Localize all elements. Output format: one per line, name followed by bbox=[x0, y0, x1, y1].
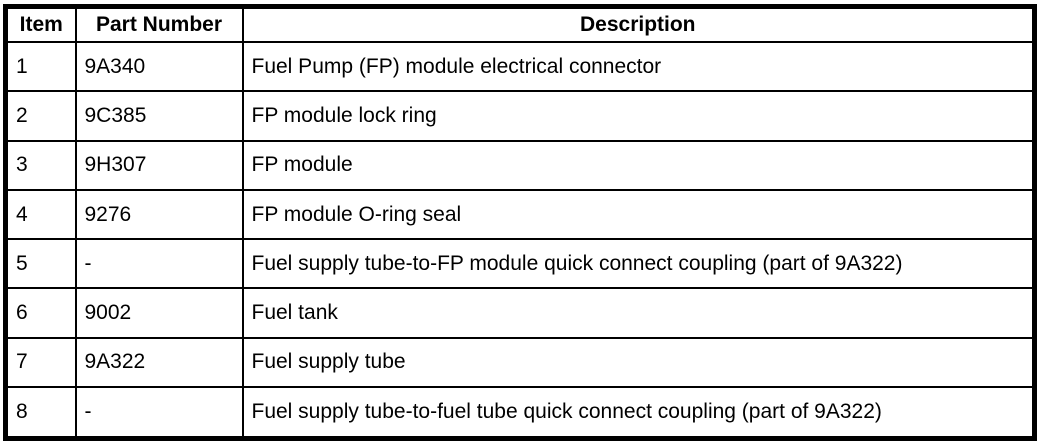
header-cell-item: Item bbox=[4, 5, 77, 44]
parts-table: Item Part Number Description 1 9A340 Fue… bbox=[3, 4, 1037, 441]
cell-part-number: 9C385 bbox=[74, 90, 244, 142]
table-row: 6 9002 Fuel tank bbox=[4, 287, 1036, 339]
cell-part-number: 9276 bbox=[74, 188, 244, 241]
cell-description: FP module lock ring bbox=[241, 90, 1036, 142]
cell-description: Fuel tank bbox=[241, 287, 1036, 339]
cell-part-number: 9H307 bbox=[74, 139, 244, 191]
cell-item: 6 bbox=[4, 287, 77, 339]
cell-item: 8 bbox=[4, 386, 77, 440]
cell-part-number: - bbox=[74, 238, 244, 290]
cell-item: 5 bbox=[4, 238, 77, 290]
cell-part-number: 9A322 bbox=[74, 336, 244, 389]
cell-part-number: - bbox=[74, 386, 244, 440]
header-cell-description: Description bbox=[241, 5, 1036, 44]
table-row: 7 9A322 Fuel supply tube bbox=[4, 336, 1036, 389]
cell-item: 1 bbox=[4, 41, 77, 93]
table-row: 8 - Fuel supply tube-to-fuel tube quick … bbox=[4, 386, 1036, 440]
cell-description: FP module O-ring seal bbox=[241, 188, 1036, 241]
header-cell-part-number: Part Number bbox=[74, 5, 244, 44]
table-row: 3 9H307 FP module bbox=[4, 139, 1036, 191]
cell-description: Fuel Pump (FP) module electrical connect… bbox=[241, 41, 1036, 93]
cell-part-number: 9002 bbox=[74, 287, 244, 339]
table-row: 5 - Fuel supply tube-to-FP module quick … bbox=[4, 238, 1036, 290]
cell-item: 3 bbox=[4, 139, 77, 191]
cell-description: Fuel supply tube bbox=[241, 336, 1036, 389]
table-row: 2 9C385 FP module lock ring bbox=[4, 90, 1036, 142]
cell-item: 7 bbox=[4, 336, 77, 389]
cell-description: Fuel supply tube-to-fuel tube quick conn… bbox=[241, 386, 1036, 440]
cell-part-number: 9A340 bbox=[74, 41, 244, 93]
cell-item: 2 bbox=[4, 90, 77, 142]
table-row: 1 9A340 Fuel Pump (FP) module electrical… bbox=[4, 41, 1036, 93]
cell-description: FP module bbox=[241, 139, 1036, 191]
table-header-row: Item Part Number Description bbox=[4, 5, 1036, 44]
cell-item: 4 bbox=[4, 188, 77, 241]
table-row: 4 9276 FP module O-ring seal bbox=[4, 188, 1036, 241]
cell-description: Fuel supply tube-to-FP module quick conn… bbox=[241, 238, 1036, 290]
